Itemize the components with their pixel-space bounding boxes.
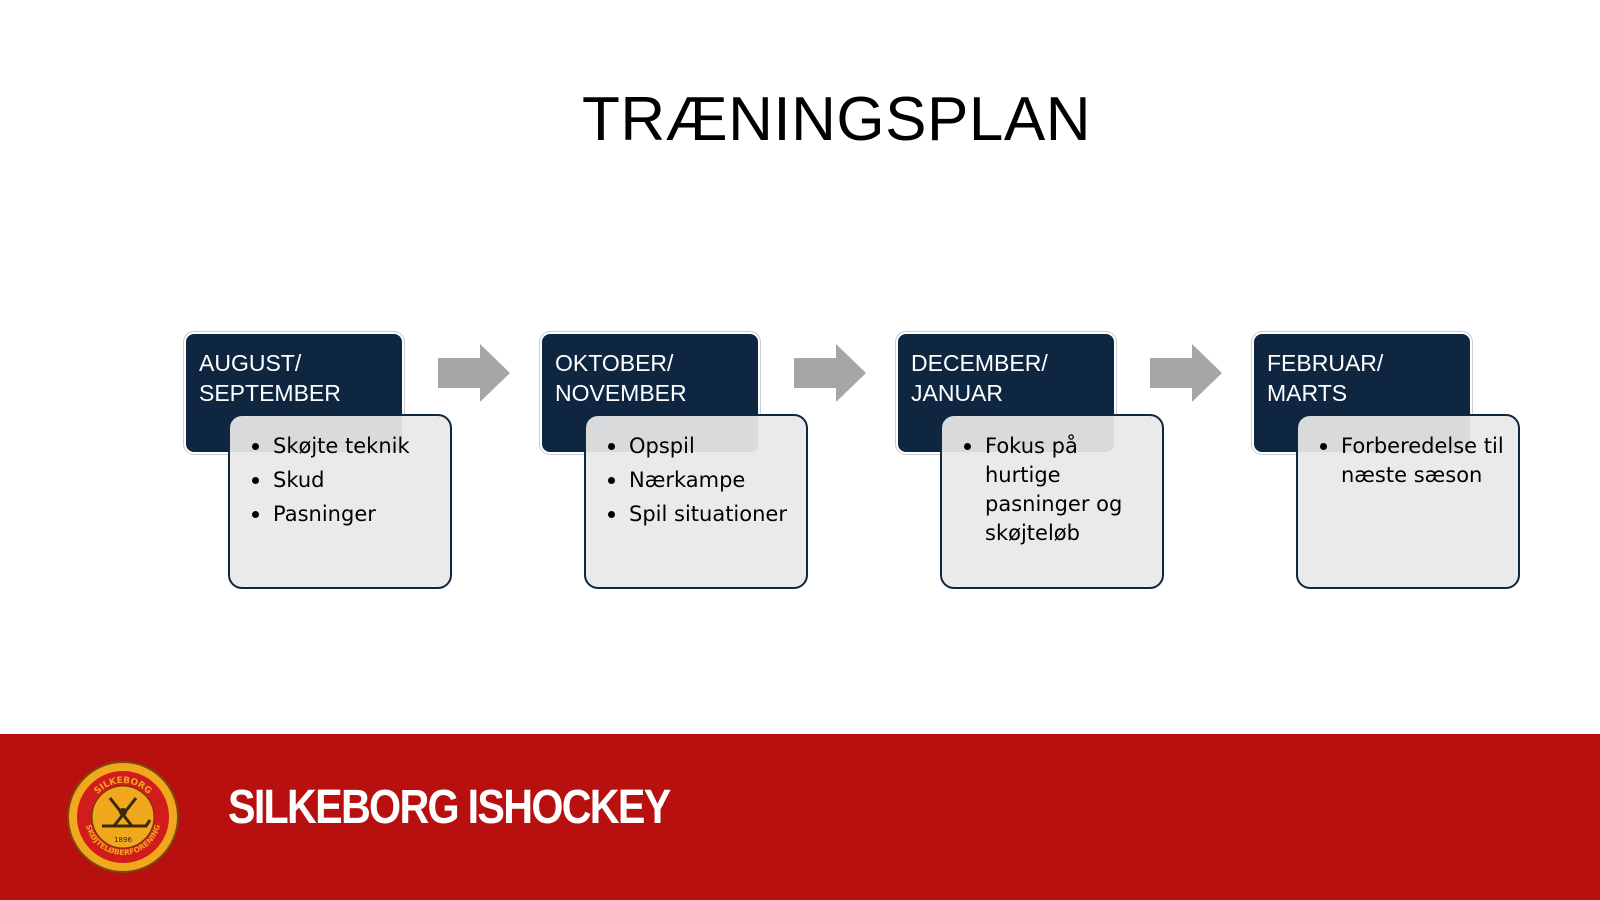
stage-oktober-november: OKTOBER/ NOVEMBER Opspil Nærkampe Spil s…: [540, 332, 856, 589]
list-item: Skud: [250, 466, 442, 495]
list-item: Fokus på hurtige pasninger og skøjteløb: [962, 432, 1154, 548]
stage-item-list: Skøjte teknik Skud Pasninger: [250, 432, 442, 529]
page-title: TRÆNINGSPLAN: [582, 85, 1091, 154]
stage-header-line2: JANUAR: [911, 380, 1004, 406]
list-item: Spil situationer: [606, 500, 798, 529]
stage-august-september: AUGUST/ SEPTEMBER Skøjte teknik Skud Pas…: [184, 332, 500, 589]
list-item: Skøjte teknik: [250, 432, 442, 461]
list-item: Forberedelse til næste sæson: [1318, 432, 1510, 490]
right-arrow-icon: [1150, 344, 1222, 402]
stage-header-line2: NOVEMBER: [555, 380, 687, 406]
stage-december-januar: DECEMBER/ JANUAR Fokus på hurtige pasnin…: [896, 332, 1212, 589]
stage-header-line1: OKTOBER/: [555, 350, 674, 376]
stage-header-line1: DECEMBER/: [911, 350, 1048, 376]
list-item: Nærkampe: [606, 466, 798, 495]
stage-header-line2: MARTS: [1267, 380, 1348, 406]
stage-header-line2: SEPTEMBER: [199, 380, 341, 406]
footer-band: [0, 734, 1600, 900]
stage-body: Fokus på hurtige pasninger og skøjteløb: [940, 414, 1164, 589]
stage-item-list: Forberedelse til næste sæson: [1318, 432, 1510, 490]
stage-body: Opspil Nærkampe Spil situationer: [584, 414, 808, 589]
stage-body: Forberedelse til næste sæson: [1296, 414, 1520, 589]
stage-body: Skøjte teknik Skud Pasninger: [228, 414, 452, 589]
stage-item-list: Opspil Nærkampe Spil situationer: [606, 432, 798, 529]
svg-text:1896: 1896: [114, 836, 132, 844]
right-arrow-icon: [438, 344, 510, 402]
club-logo-icon: SILKEBORG SKØJTELØBERFORENING 1896: [67, 761, 179, 873]
stage-header-line1: AUGUST/: [199, 350, 302, 376]
stage-header-line1: FEBRUAR/: [1267, 350, 1384, 376]
right-arrow-icon: [794, 344, 866, 402]
list-item: Pasninger: [250, 500, 442, 529]
stage-februar-marts: FEBRUAR/ MARTS Forberedelse til næste sæ…: [1252, 332, 1568, 589]
stage-item-list: Fokus på hurtige pasninger og skøjteløb: [962, 432, 1154, 548]
list-item: Opspil: [606, 432, 798, 461]
brand-name: SILKEBORG ISHOCKEY: [228, 781, 671, 834]
